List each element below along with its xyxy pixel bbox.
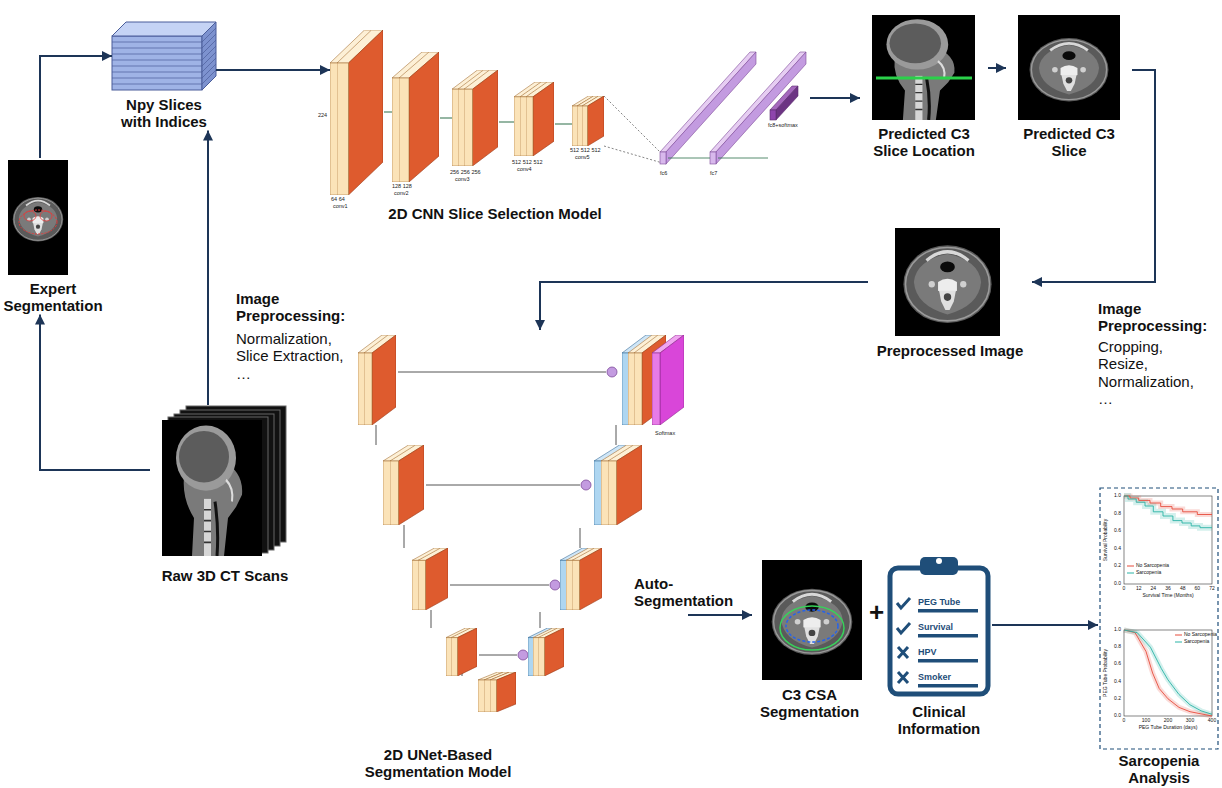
axial-c3-slice bbox=[1018, 15, 1120, 120]
layer-label: fc7 bbox=[710, 170, 717, 176]
axis-tick: 0.6 bbox=[1114, 528, 1121, 534]
axis-tick: 200 bbox=[1164, 718, 1172, 724]
node-caption: Predicted C3 Slice bbox=[1006, 125, 1132, 160]
checklist-item: Survival bbox=[918, 622, 953, 632]
node-caption: Sarcopenia Analysis bbox=[1098, 752, 1220, 787]
node-caption: 2D UNet-Based Segmentation Model bbox=[348, 746, 528, 781]
node-caption: 2D CNN Slice Selection Model bbox=[360, 205, 630, 222]
axis-tick: 1.0 bbox=[1114, 493, 1121, 499]
node-caption: Expert Segmentation bbox=[0, 280, 106, 315]
expert-ct-slice bbox=[8, 160, 68, 275]
axis-tick: 72 bbox=[1209, 586, 1215, 592]
axis-tick: 0.0 bbox=[1114, 713, 1121, 719]
axis-tick: 24 bbox=[1151, 586, 1157, 592]
layer-label: fc8+softmax bbox=[768, 122, 798, 128]
segmented-c3-slice bbox=[762, 560, 862, 680]
step-note-heading: Image Preprocessing: bbox=[1098, 300, 1220, 335]
checklist-item: Smoker bbox=[918, 672, 951, 682]
plus-sign: + bbox=[869, 598, 884, 628]
layer-label: conv2 bbox=[394, 190, 409, 196]
illustrated-node: Clinical Information bbox=[886, 556, 992, 738]
axis-tick: 0.6 bbox=[1114, 662, 1121, 668]
sagittal-ct-with-c3-line bbox=[872, 15, 975, 120]
node-caption: Raw 3D CT Scans bbox=[150, 567, 300, 584]
layer-label: conv3 bbox=[455, 176, 470, 182]
layer-label: conv5 bbox=[575, 154, 590, 160]
clipboard-icon bbox=[890, 557, 988, 694]
checklist-item: PEG Tube bbox=[918, 597, 960, 607]
node-caption: Predicted C3 Slice Location bbox=[860, 125, 988, 160]
legend-text: Sarcopenia bbox=[1184, 639, 1209, 645]
axis-tick: 1.0 bbox=[1114, 627, 1121, 633]
flow-arrow bbox=[810, 97, 860, 99]
layer-label: 512 512 512 bbox=[512, 159, 543, 165]
layer-label: 224 bbox=[318, 112, 327, 118]
legend-text: No Sarcopenia bbox=[1184, 632, 1217, 638]
illustrated-node: Predicted C3 Slice Location bbox=[860, 15, 988, 160]
layer-label: 128 128 bbox=[392, 183, 412, 189]
flow-arrow bbox=[40, 56, 112, 158]
axis-tick: 0.2 bbox=[1114, 564, 1121, 570]
layer-label: conv4 bbox=[517, 166, 532, 172]
step-note: Cropping, Resize, Normalization, … bbox=[1098, 338, 1204, 407]
axis-tick: 0.8 bbox=[1114, 511, 1121, 517]
axis-tick: 60 bbox=[1195, 586, 1201, 592]
layer-label: conv1 bbox=[333, 203, 348, 209]
axis-tick: 0.8 bbox=[1114, 644, 1121, 650]
unet-architecture bbox=[358, 335, 684, 712]
illustrated-node: C3 CSA Segmentation bbox=[752, 560, 867, 721]
flow-arrow bbox=[988, 67, 1006, 69]
step-note: Normalization, Slice Extraction, … bbox=[236, 330, 356, 382]
axis-tick: 400 bbox=[1208, 718, 1216, 724]
layer-label: 64 64 bbox=[331, 196, 345, 202]
node-caption: C3 CSA Segmentation bbox=[752, 686, 867, 721]
axis-title: Survival Time (Months) bbox=[1142, 593, 1193, 599]
flow-arrow bbox=[540, 282, 868, 330]
layer-label: Softmax bbox=[655, 430, 675, 436]
node-caption: Npy Slices with Indices bbox=[112, 96, 216, 131]
axis-tick: 0 bbox=[1123, 718, 1126, 724]
slice-stack-cube bbox=[112, 22, 216, 90]
axis-tick: 300 bbox=[1186, 718, 1194, 724]
flow-arrow bbox=[688, 614, 752, 616]
illustrated-node: Npy Slices with Indices bbox=[112, 22, 216, 131]
axis-tick: 12 bbox=[1136, 586, 1142, 592]
layer-label: 512 512 512 bbox=[570, 147, 601, 153]
axis-tick: 0.4 bbox=[1114, 679, 1121, 685]
illustrated-node: Predicted C3 Slice bbox=[1006, 15, 1132, 160]
survival-plots bbox=[1100, 488, 1218, 749]
preprocessed-slice bbox=[895, 228, 1000, 336]
cnn-architecture bbox=[330, 30, 806, 195]
legend-text: Sarcopenia bbox=[1136, 570, 1161, 576]
axis-tick: 0 bbox=[1123, 586, 1126, 592]
illustrated-node: 2D UNet-Based Segmentation Model bbox=[348, 330, 688, 781]
axis-tick: 36 bbox=[1165, 586, 1171, 592]
axis-tick: 0.4 bbox=[1114, 546, 1121, 552]
legend-text: No Sarcopenia bbox=[1136, 563, 1169, 569]
layer-label: fc6 bbox=[660, 170, 667, 176]
step-note-heading: Image Preprocessing: bbox=[236, 290, 358, 325]
axis-title: PEG Tube Duration (days) bbox=[1139, 725, 1198, 731]
axis-tick: 48 bbox=[1180, 586, 1186, 592]
axis-title: Survival Probability bbox=[1103, 519, 1109, 562]
node-caption: Preprocessed Image bbox=[868, 342, 1032, 359]
flow-arrow bbox=[1032, 70, 1155, 282]
flow-arrow bbox=[216, 69, 330, 71]
flow-arrow bbox=[992, 624, 1098, 626]
flow-arrow bbox=[207, 131, 209, 406]
illustrated-node: Expert Segmentation bbox=[0, 158, 106, 315]
axis-title: PEG Tube Probability bbox=[1103, 649, 1109, 697]
illustrated-node: Raw 3D CT Scans bbox=[150, 405, 300, 584]
axis-tick: 100 bbox=[1142, 718, 1150, 724]
ct-scan-stack bbox=[162, 406, 286, 556]
flow-arrow bbox=[40, 315, 150, 471]
edge-label: Auto-Segmentation bbox=[634, 575, 744, 610]
node-caption: Clinical Information bbox=[886, 703, 992, 738]
illustrated-node: Preprocessed Image bbox=[868, 228, 1032, 359]
axis-tick: 0.0 bbox=[1114, 581, 1121, 587]
layer-label: 256 256 256 bbox=[450, 169, 481, 175]
checklist-item: HPV bbox=[918, 647, 937, 657]
axis-tick: 0.2 bbox=[1114, 696, 1121, 702]
